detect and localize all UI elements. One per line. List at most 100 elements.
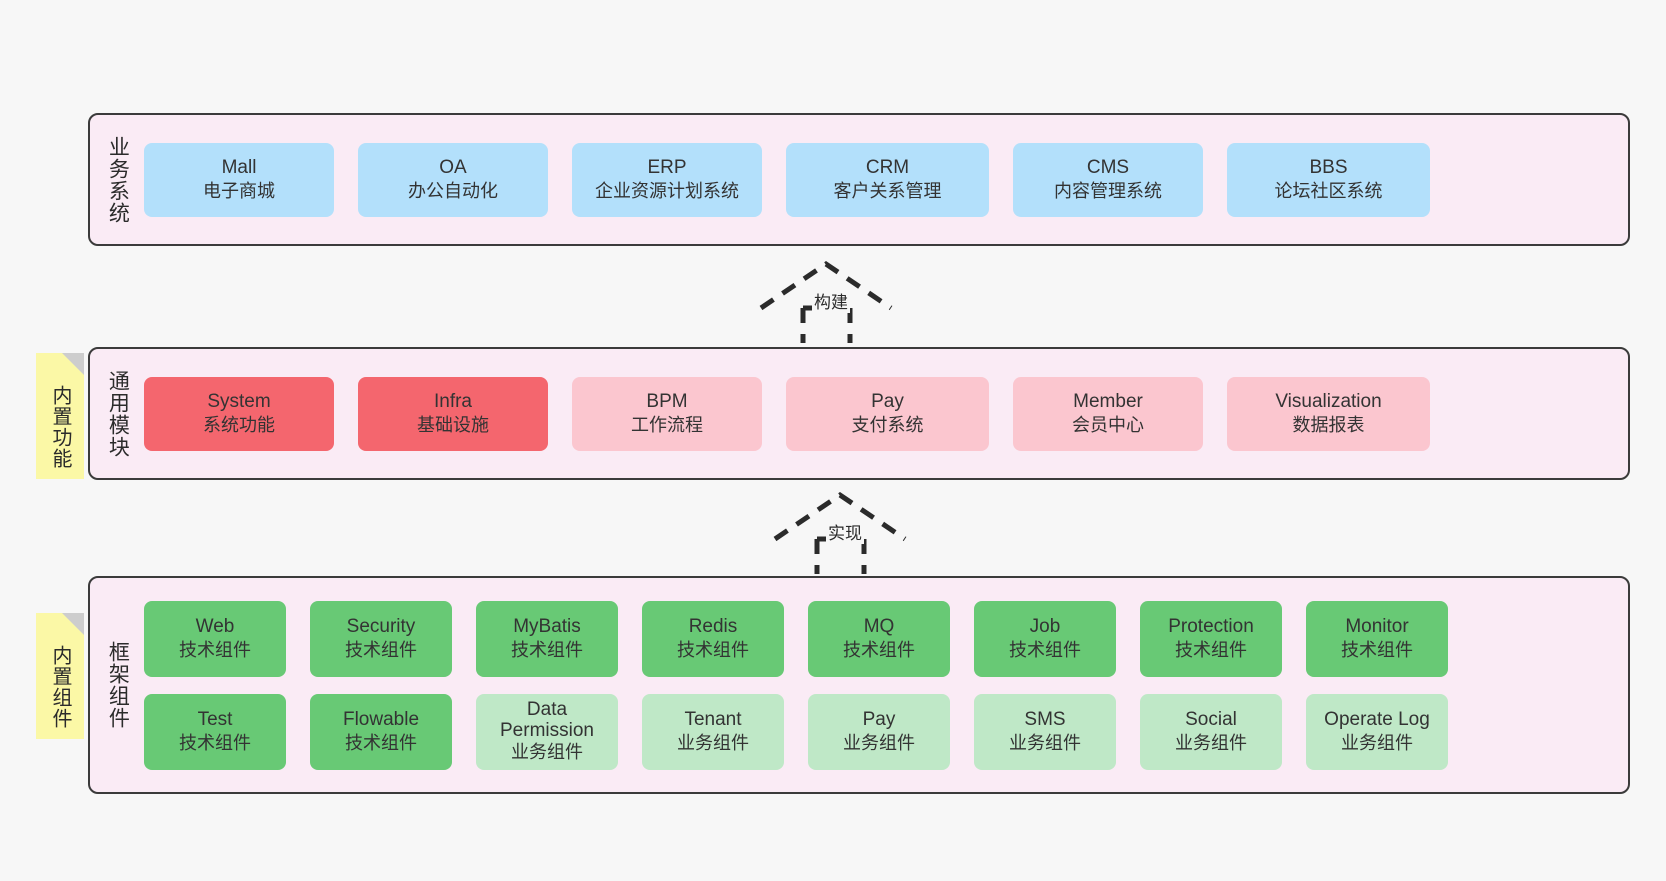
card-title: Redis [688, 615, 738, 637]
card-subtitle: 业务组件 [1009, 733, 1081, 754]
card-title: Social [1185, 708, 1237, 730]
note-builtin-component: 内置组件 [36, 613, 84, 739]
arrow-implement: 实现 [770, 489, 920, 574]
card-erp[interactable]: ERP 企业资源计划系统 [572, 142, 762, 217]
card-subtitle: 电子商城 [203, 181, 275, 202]
card-crm[interactable]: CRM 客户关系管理 [786, 142, 989, 217]
card-title: Security [346, 615, 416, 637]
card-subtitle: 技术组件 [1009, 640, 1081, 661]
card-bbs[interactable]: BBS 论坛社区系统 [1227, 142, 1430, 217]
card-title: Test [197, 708, 233, 730]
card-title: Protection [1168, 615, 1254, 637]
card-social[interactable]: Social 业务组件 [1140, 693, 1282, 770]
layer-body-business-systems: Mall 电子商城 OA 办公自动化 ERP 企业资源计划系统 CRM 客户关系… [144, 115, 1628, 244]
card-member[interactable]: Member 会员中心 [1013, 376, 1203, 451]
card-oa[interactable]: OA 办公自动化 [358, 142, 548, 217]
card-sms[interactable]: SMS 业务组件 [974, 693, 1116, 770]
card-row: System 系统功能 Infra 基础设施 BPM 工作流程 Pay 支付系统… [144, 376, 1618, 451]
layer-common-modules: 通用模块 System 系统功能 Infra 基础设施 BPM 工作流程 Pay… [88, 347, 1630, 480]
card-title: Monitor [1345, 615, 1409, 637]
card-mq[interactable]: MQ 技术组件 [808, 600, 950, 677]
card-subtitle: 基础设施 [417, 415, 489, 436]
card-title: System [207, 390, 271, 412]
card-title: Visualization [1275, 390, 1382, 412]
card-subtitle: 技术组件 [345, 733, 417, 754]
card-subtitle: 内容管理系统 [1054, 181, 1162, 202]
card-title: Flowable [342, 708, 420, 730]
card-title: CMS [1086, 156, 1130, 178]
card-monitor[interactable]: Monitor 技术组件 [1306, 600, 1448, 677]
card-subtitle: 系统功能 [203, 415, 275, 436]
arrow-build: 构建 [756, 258, 906, 343]
layer-body-framework-components: Web 技术组件 Security 技术组件 MyBatis 技术组件 Redi… [144, 578, 1628, 792]
card-title: OA [439, 156, 467, 178]
card-title: Pay [871, 390, 904, 412]
card-title: ERP [647, 156, 687, 178]
card-job[interactable]: Job 技术组件 [974, 600, 1116, 677]
card-mall[interactable]: Mall 电子商城 [144, 142, 334, 217]
card-security[interactable]: Security 技术组件 [310, 600, 452, 677]
card-subtitle: 支付系统 [851, 415, 924, 436]
card-infra[interactable]: Infra 基础设施 [358, 376, 548, 451]
card-subtitle: 技术组件 [1341, 640, 1413, 661]
card-visualization[interactable]: Visualization 数据报表 [1227, 376, 1430, 451]
card-mybatis[interactable]: MyBatis 技术组件 [476, 600, 618, 677]
card-row: Mall 电子商城 OA 办公自动化 ERP 企业资源计划系统 CRM 客户关系… [144, 142, 1618, 217]
card-tenant[interactable]: Tenant 业务组件 [642, 693, 784, 770]
card-title: Pay [862, 708, 896, 730]
card-subtitle: 技术组件 [1175, 640, 1247, 661]
card-subtitle: 业务组件 [843, 733, 915, 754]
card-cms[interactable]: CMS 内容管理系统 [1013, 142, 1203, 217]
card-title: Mall [221, 156, 257, 178]
card-title: Infra [433, 390, 473, 412]
card-subtitle: 技术组件 [843, 640, 915, 661]
card-row: Test 技术组件 Flowable 技术组件 Data Permission … [144, 693, 1618, 770]
note-builtin-feature: 内置功能 [36, 353, 84, 479]
note-label: 内置组件 [49, 645, 71, 729]
card-title: Data Permission [500, 698, 594, 741]
card-subtitle: 业务组件 [511, 742, 583, 763]
card-pay-component[interactable]: Pay 业务组件 [808, 693, 950, 770]
card-flowable[interactable]: Flowable 技术组件 [310, 693, 452, 770]
card-test[interactable]: Test 技术组件 [144, 693, 286, 770]
note-label: 内置功能 [49, 385, 71, 469]
card-subtitle: 技术组件 [179, 640, 251, 661]
card-protection[interactable]: Protection 技术组件 [1140, 600, 1282, 677]
arrow-implement-label: 实现 [826, 519, 864, 544]
card-row: Web 技术组件 Security 技术组件 MyBatis 技术组件 Redi… [144, 600, 1618, 677]
layer-body-common-modules: System 系统功能 Infra 基础设施 BPM 工作流程 Pay 支付系统… [144, 349, 1628, 478]
card-subtitle: 论坛社区系统 [1274, 181, 1383, 202]
layer-title-framework-components: 框架组件 [106, 641, 130, 729]
card-title: BPM [646, 390, 688, 412]
card-web[interactable]: Web 技术组件 [144, 600, 286, 677]
card-title: Job [1029, 615, 1061, 637]
layer-business-systems: 业务系统 Mall 电子商城 OA 办公自动化 ERP 企业资源计划系统 CRM… [88, 113, 1630, 246]
card-title: CRM [865, 156, 910, 178]
card-operate-log[interactable]: Operate Log 业务组件 [1306, 693, 1448, 770]
card-subtitle: 业务组件 [677, 733, 749, 754]
card-subtitle: 业务组件 [1175, 733, 1247, 754]
card-title: Operate Log [1324, 708, 1430, 730]
arrow-build-label: 构建 [812, 288, 850, 313]
card-subtitle: 客户关系管理 [833, 181, 942, 202]
card-bpm[interactable]: BPM 工作流程 [572, 376, 762, 451]
card-title: Web [195, 615, 235, 637]
card-subtitle: 技术组件 [345, 640, 417, 661]
card-subtitle: 办公自动化 [408, 181, 498, 202]
card-subtitle: 工作流程 [631, 415, 703, 436]
note-fold-icon [62, 353, 84, 375]
card-title: MyBatis [513, 615, 581, 637]
card-subtitle: 数据报表 [1292, 415, 1365, 436]
card-title: Tenant [684, 708, 742, 730]
card-pay[interactable]: Pay 支付系统 [786, 376, 989, 451]
layer-title-business-systems: 业务系统 [106, 135, 130, 224]
card-system[interactable]: System 系统功能 [144, 376, 334, 451]
card-title: MQ [863, 615, 895, 637]
card-data-permission[interactable]: Data Permission 业务组件 [476, 693, 618, 770]
card-redis[interactable]: Redis 技术组件 [642, 600, 784, 677]
card-subtitle: 技术组件 [677, 640, 749, 661]
layer-title-common-modules: 通用模块 [106, 369, 130, 458]
card-title: SMS [1024, 708, 1066, 730]
card-subtitle: 业务组件 [1341, 733, 1413, 754]
